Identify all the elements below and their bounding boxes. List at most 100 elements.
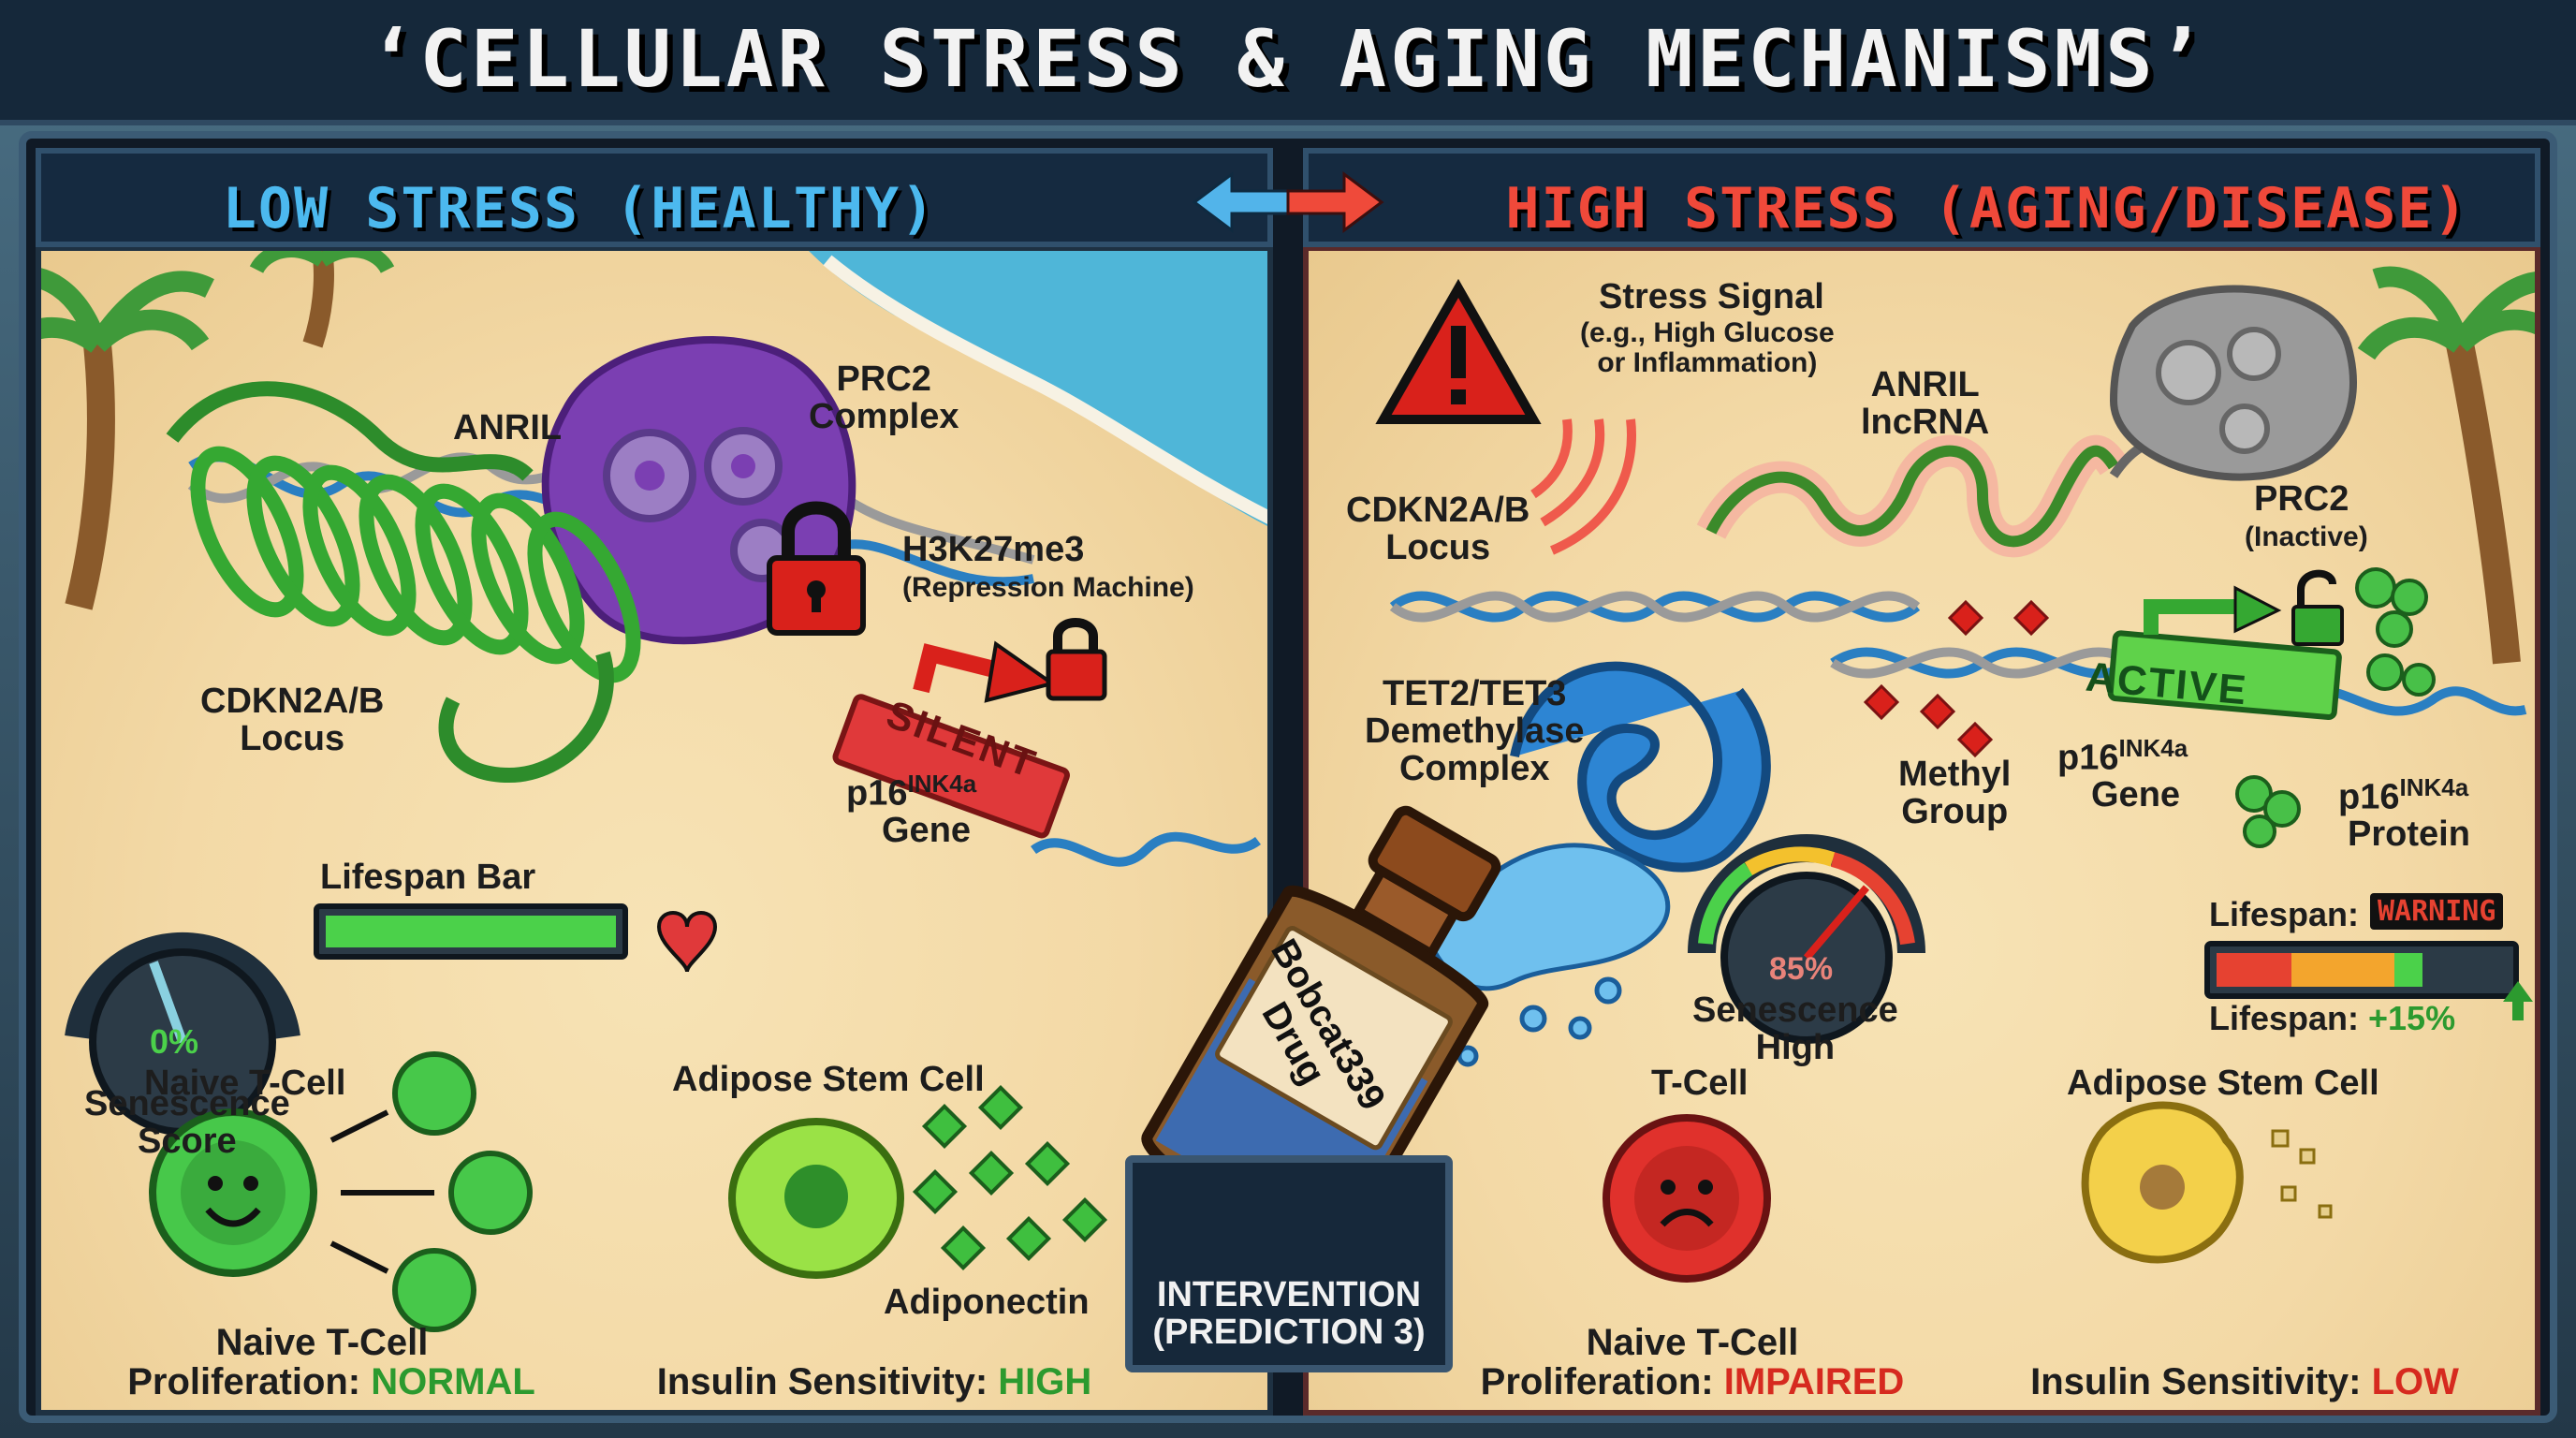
insulin-status: Insulin Sensitivity: HIGH [640, 1361, 1108, 1402]
anril-lncrna [1696, 434, 2128, 558]
adipose-label: Adipose Stem Cell [672, 1060, 985, 1099]
p16-gene-sup: INK4a [2118, 734, 2188, 762]
palm-tree-icon [41, 268, 214, 610]
insulin-status: Insulin Sensitivity: LOW [2020, 1361, 2469, 1402]
warning-badge: WARNING [2370, 893, 2504, 930]
prc2-inactive [2109, 285, 2357, 481]
arrows-icon [329, 1109, 434, 1274]
lifespan-label: Lifespan: [2209, 895, 2360, 933]
unlocked-lock-icon [2291, 569, 2344, 646]
insulin-label: Insulin Sensitivity: [2030, 1361, 2372, 1402]
senescence-gauge-high [1688, 834, 1925, 1044]
p16-gene-sup: INK4a [907, 770, 977, 798]
insulin-label: Insulin Sensitivity: [656, 1361, 999, 1402]
page-title: ‘CELLULAR STRESS & AGING MECHANISMS’ [368, 13, 2208, 105]
small-lock-icon [1046, 618, 1107, 701]
p16-protein-icons [2235, 567, 2436, 848]
repression-label: (Repression Machine) [902, 572, 1194, 603]
anril-label: ANRIL [453, 408, 563, 448]
title-bar: ‘CELLULAR STRESS & AGING MECHANISMS’ [0, 0, 2576, 125]
p16-protein-sup: INK4a [2399, 773, 2469, 801]
p16-gene-main: p16 [2057, 738, 2119, 778]
proliferation-status: Proliferation: IMPAIRED [1449, 1361, 1936, 1402]
prediction-label: (PREDICTION 3) [1152, 1313, 1426, 1352]
healthy-panel: ANRIL PRC2 Complex H3K27me3 (Repression … [36, 245, 1273, 1416]
stress-signal-label: Stress Signal [1599, 277, 1824, 316]
damaged-adipose-cell-icon [2081, 1101, 2244, 1264]
heart-icon [656, 911, 718, 973]
proliferation-status: Proliferation: NORMAL [69, 1361, 593, 1402]
proliferation-value: NORMAL [371, 1361, 535, 1402]
lifespan-gain-value: +15% [2368, 999, 2456, 1037]
active-arrow-icon [2144, 585, 2282, 635]
disease-heading-bar: HIGH STRESS (AGING/DISEASE) [1303, 148, 2540, 247]
p16-protein-line2: Protein [2348, 814, 2470, 854]
prc2-inactive-sub: (Inactive) [2245, 521, 2368, 552]
tcell-label: Naive T-Cell [144, 1064, 346, 1103]
silent-gene-block [832, 694, 1070, 839]
tet-label: TET2/TET3 Demethylase Complex [1365, 674, 1585, 788]
methyl-group-icons [1863, 599, 2050, 758]
anril-lncrna-label: ANRIL lncRNA [1861, 365, 1990, 442]
anril-coil [166, 381, 641, 784]
lifespan-gain: Lifespan: +15% [2209, 1000, 2455, 1037]
warning-icon [1375, 278, 1542, 424]
tcell-bottom-label: Naive T-Cell [1586, 1322, 1799, 1363]
healthy-heading-bar: LOW STRESS (HEALTHY) [36, 148, 1273, 247]
adipose-stem-cell-icon [728, 1118, 904, 1279]
p16-gene-line2: Gene [2091, 775, 2181, 814]
palm-tree-icon [2357, 266, 2535, 665]
bottle-label-icon [1215, 926, 1453, 1151]
active-gene-block [2107, 630, 2342, 721]
insulin-value: HIGH [998, 1361, 1092, 1402]
tcell-label: T-Cell [1651, 1064, 1749, 1103]
insulin-value: LOW [2371, 1361, 2459, 1402]
p16-gene-line2: Gene [882, 811, 972, 850]
p16-protein-main: p16 [2338, 777, 2400, 817]
dna-tail [1031, 831, 1261, 867]
lifespan-gain-label: Lifespan: [2209, 999, 2369, 1037]
disease-heading: HIGH STRESS (AGING/DISEASE) [1505, 176, 2469, 242]
intervention-box: INTERVENTION (PREDICTION 3) [1125, 1155, 1453, 1372]
tet-demethylase-icon [1510, 661, 1771, 873]
senescence-label: Senescence Score [84, 1084, 290, 1161]
lifespan-label: Lifespan Bar [320, 858, 536, 897]
p16-gene-main: p16 [846, 773, 908, 814]
healthy-scene [41, 251, 1267, 1332]
tcell-bottom-label: Naive T-Cell [215, 1322, 429, 1363]
proliferation-label: Proliferation: [127, 1361, 372, 1402]
locus-label: CDKN2A/B Locus [1346, 491, 1530, 567]
lifespan-bar-fill [326, 916, 616, 947]
senescence-high-label: Senescence High [1692, 990, 1898, 1067]
surf-line [823, 255, 1267, 524]
daughter-tcell-icons [392, 1051, 533, 1332]
naive-tcell-icon [149, 1108, 317, 1277]
sad-tcell-icon [1603, 1114, 1771, 1283]
blocked-arrow-icon [913, 640, 1057, 703]
proliferation-label: Proliferation: [1480, 1361, 1724, 1402]
p16-gene-label: p16INK4a [846, 770, 977, 814]
lifespan-bar [314, 903, 628, 960]
healthy-heading: LOW STRESS (HEALTHY) [222, 176, 937, 242]
locus-label: CDKN2A/B Locus [200, 682, 385, 758]
lifespan-warning-bar [2204, 941, 2519, 999]
adiponectin-label: Adiponectin [884, 1283, 1090, 1322]
adiponectin-icons [912, 1084, 1108, 1271]
senescence-value: 0% [150, 1022, 199, 1061]
prc2-inactive-label: PRC2 [2254, 479, 2349, 519]
intervention-label: INTERVENTION [1156, 1275, 1422, 1314]
prc2-label: PRC2 Complex [809, 360, 959, 436]
methyl-label: Methyl Group [1898, 755, 2012, 831]
proliferation-value: IMPAIRED [1723, 1361, 1905, 1402]
lock-icon [767, 501, 866, 636]
h3k27me3-label: H3K27me3 [902, 530, 1085, 569]
p16-protein-label: p16INK4a [2338, 773, 2469, 817]
up-arrow-icon [2503, 981, 2533, 1020]
senescence-high-value: 85% [1769, 951, 1834, 987]
p16-gene-label: p16INK4a [2057, 734, 2188, 778]
palm-tree-icon [249, 251, 395, 348]
debris-icons [2271, 1129, 2333, 1219]
stress-signal-sub: (e.g., High Glucose or Inflammation) [1580, 317, 1835, 378]
bidirectional-arrow-icon [1192, 171, 1384, 233]
